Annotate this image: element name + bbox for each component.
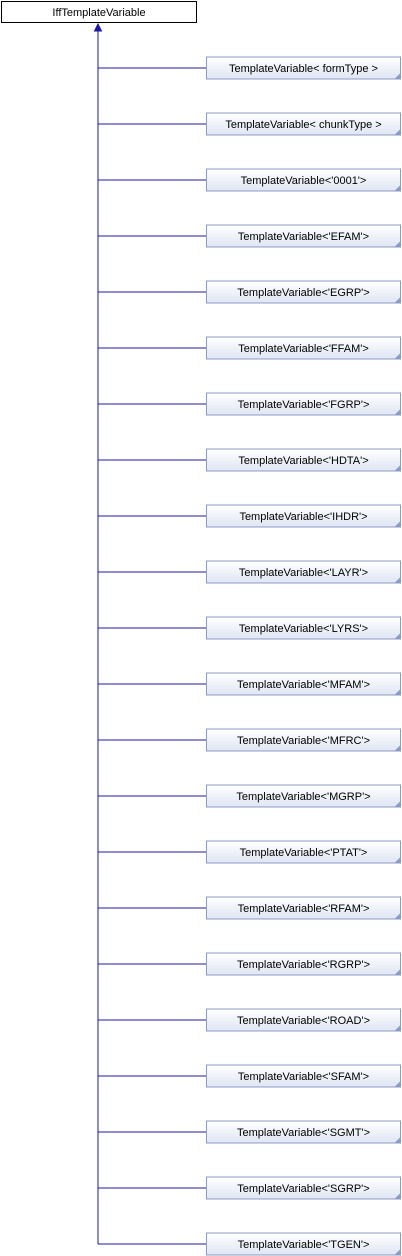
derived-class-node[interactable]: TemplateVariable<'TGEN'>: [206, 1232, 401, 1256]
node-corner-mark: [395, 1081, 400, 1087]
node-corner-mark: [395, 1025, 400, 1031]
derived-class-box: [206, 840, 401, 864]
node-corner-mark: [395, 129, 400, 135]
derived-class-node[interactable]: TemplateVariable<'SGRP'>: [206, 1176, 401, 1200]
derived-class-label: TemplateVariable<'RFAM'>: [238, 903, 370, 915]
derived-class-box: [206, 504, 401, 528]
derived-class-node[interactable]: TemplateVariable<'LAYR'>: [206, 560, 401, 584]
derived-class-box: [206, 280, 401, 304]
node-corner-mark: [395, 1193, 400, 1199]
derived-class-node[interactable]: TemplateVariable<'0001'>: [206, 168, 401, 192]
node-corner-mark: [395, 465, 400, 471]
derived-class-label: TemplateVariable<'IHDR'>: [239, 511, 367, 523]
node-corner-mark: [395, 1249, 400, 1255]
node-corner-mark: [395, 745, 400, 751]
derived-class-box: [206, 1008, 401, 1032]
derived-class-label: TemplateVariable<'LYRS'>: [239, 623, 368, 635]
node-corner-mark: [395, 577, 400, 583]
node-corner-mark: [395, 353, 400, 359]
derived-class-label: TemplateVariable<'ROAD'>: [237, 1015, 370, 1027]
node-corner-mark: [395, 73, 400, 79]
node-corner-mark: [395, 689, 400, 695]
derived-class-box: [206, 168, 401, 192]
derived-class-box: [206, 112, 401, 136]
derived-class-node[interactable]: TemplateVariable<'ROAD'>: [206, 1008, 401, 1032]
node-corner-mark: [395, 241, 400, 247]
derived-class-nodes: TemplateVariable< formType > TemplateVari…: [206, 56, 401, 1256]
derived-class-label: TemplateVariable< chunkType >: [225, 119, 381, 131]
node-corner-mark: [395, 1137, 400, 1143]
derived-class-box: [206, 728, 401, 752]
derived-class-node[interactable]: TemplateVariable<'RFAM'>: [206, 896, 401, 920]
derived-class-box: [206, 1176, 401, 1200]
derived-class-node[interactable]: TemplateVariable<'FFAM'>: [206, 336, 401, 360]
derived-class-node[interactable]: TemplateVariable<'IHDR'>: [206, 504, 401, 528]
derived-class-node[interactable]: TemplateVariable<'HDTA'>: [206, 448, 401, 472]
derived-class-label: TemplateVariable<'MFRC'>: [237, 735, 370, 747]
derived-class-label: TemplateVariable<'MFAM'>: [237, 679, 370, 691]
inheritance-arrowhead: [93, 22, 103, 32]
derived-class-box: [206, 952, 401, 976]
derived-class-node[interactable]: TemplateVariable<'FGRP'>: [206, 392, 401, 416]
derived-class-label: TemplateVariable<'SFAM'>: [238, 1071, 369, 1083]
derived-class-label: TemplateVariable<'FGRP'>: [238, 399, 370, 411]
derived-class-node[interactable]: TemplateVariable<'LYRS'>: [206, 616, 401, 640]
derived-class-label: TemplateVariable<'LAYR'>: [239, 567, 368, 579]
node-corner-mark: [395, 633, 400, 639]
derived-class-box: [206, 1232, 401, 1256]
derived-class-box: [206, 560, 401, 584]
derived-class-label: TemplateVariable<'SGMT'>: [237, 1127, 370, 1139]
node-corner-mark: [395, 857, 400, 863]
derived-class-node[interactable]: TemplateVariable< chunkType >: [206, 112, 401, 136]
base-class-box: [1, 1, 197, 23]
node-corner-mark: [395, 297, 400, 303]
derived-class-node[interactable]: TemplateVariable<'MFAM'>: [206, 672, 401, 696]
derived-class-box: [206, 896, 401, 920]
derived-class-node[interactable]: TemplateVariable<'RGRP'>: [206, 952, 401, 976]
base-class-node[interactable]: IffTemplateVariable: [1, 1, 197, 23]
derived-class-label: TemplateVariable<'0001'>: [241, 175, 367, 187]
derived-class-label: TemplateVariable<'MGRP'>: [236, 791, 370, 803]
derived-class-box: [206, 448, 401, 472]
derived-class-box: [206, 616, 401, 640]
derived-class-label: TemplateVariable<'SGRP'>: [237, 1183, 369, 1195]
derived-class-node[interactable]: TemplateVariable< formType >: [206, 56, 401, 80]
node-corner-mark: [395, 913, 400, 919]
derived-class-label: TemplateVariable<'HDTA'>: [238, 455, 368, 467]
derived-class-node[interactable]: TemplateVariable<'MGRP'>: [206, 784, 401, 808]
node-corner-mark: [395, 409, 400, 415]
derived-class-node[interactable]: TemplateVariable<'SGMT'>: [206, 1120, 401, 1144]
derived-class-label: TemplateVariable< formType >: [229, 63, 378, 75]
derived-class-box: [206, 784, 401, 808]
derived-class-box: [206, 1120, 401, 1144]
derived-class-node[interactable]: TemplateVariable<'PTAT'>: [206, 840, 401, 864]
derived-class-label: TemplateVariable<'RGRP'>: [237, 959, 370, 971]
derived-class-label: TemplateVariable<'PTAT'>: [240, 847, 368, 859]
node-corner-mark: [395, 801, 400, 807]
derived-class-box: [206, 56, 401, 80]
derived-class-label: TemplateVariable<'EGRP'>: [237, 287, 369, 299]
derived-class-node[interactable]: TemplateVariable<'EGRP'>: [206, 280, 401, 304]
node-corner-mark: [395, 969, 400, 975]
base-class-label: IffTemplateVariable: [52, 7, 145, 19]
node-corner-mark: [395, 521, 400, 527]
derived-class-box: [206, 224, 401, 248]
derived-class-box: [206, 336, 401, 360]
derived-class-box: [206, 1064, 401, 1088]
derived-class-node[interactable]: TemplateVariable<'EFAM'>: [206, 224, 401, 248]
derived-class-node[interactable]: TemplateVariable<'MFRC'>: [206, 728, 401, 752]
derived-class-box: [206, 672, 401, 696]
inheritance-edges: [93, 22, 206, 1245]
derived-class-label: TemplateVariable<'TGEN'>: [238, 1239, 370, 1251]
node-corner-mark: [395, 185, 400, 191]
derived-class-label: TemplateVariable<'EFAM'>: [238, 231, 369, 243]
derived-class-box: [206, 392, 401, 416]
derived-class-node[interactable]: TemplateVariable<'SFAM'>: [206, 1064, 401, 1088]
derived-class-label: TemplateVariable<'FFAM'>: [238, 343, 369, 355]
